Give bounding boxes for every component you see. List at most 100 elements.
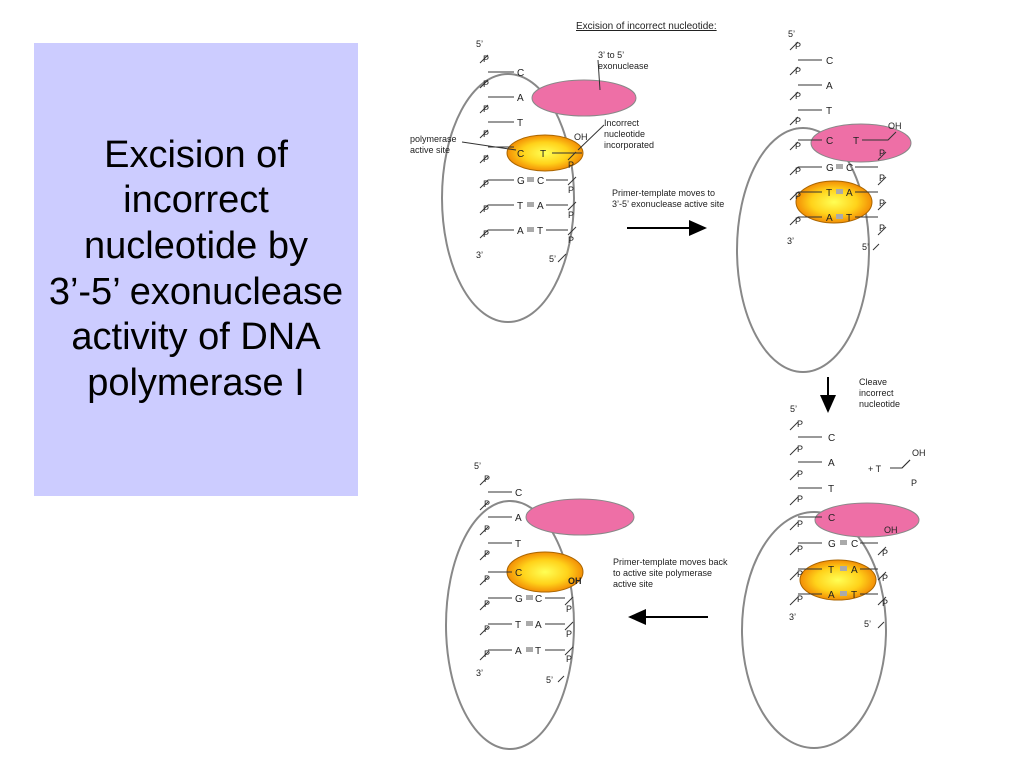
svg-text:5’: 5’: [476, 39, 483, 49]
svg-text:5’: 5’: [790, 404, 797, 414]
polymerase-site: [506, 134, 584, 172]
svg-text:P: P: [566, 629, 572, 639]
enzyme-outline: [736, 127, 870, 373]
svg-text:P: P: [483, 154, 489, 164]
svg-text:A: A: [535, 620, 542, 631]
svg-text:A: A: [826, 213, 833, 224]
svg-text:C: C: [851, 539, 858, 550]
svg-text:P: P: [795, 191, 801, 201]
svg-text:P: P: [879, 173, 885, 183]
svg-text:P: P: [879, 198, 885, 208]
svg-text:OH: OH: [574, 132, 588, 142]
svg-text:A: A: [851, 565, 858, 576]
svg-text:P: P: [797, 469, 803, 479]
svg-text:A: A: [828, 458, 835, 469]
svg-text:5’: 5’: [788, 29, 795, 39]
svg-text:P: P: [483, 79, 489, 89]
svg-text:T: T: [828, 484, 834, 495]
svg-text:OH: OH: [884, 525, 898, 535]
enzyme-outline: [741, 511, 887, 749]
svg-text:P: P: [795, 141, 801, 151]
svg-text:T: T: [826, 188, 832, 199]
svg-text:G: G: [515, 594, 523, 605]
svg-text:P: P: [879, 148, 885, 158]
svg-text:T: T: [515, 539, 521, 550]
base-template-2: T: [517, 118, 523, 129]
svg-text:G: G: [828, 539, 836, 550]
svg-text:P: P: [484, 549, 490, 559]
svg-text:P: P: [797, 444, 803, 454]
svg-text:OH: OH: [912, 448, 926, 458]
svg-text:P: P: [882, 573, 888, 583]
svg-text:C: C: [515, 488, 522, 499]
svg-text:P: P: [484, 624, 490, 634]
base-primer-1: C: [537, 176, 544, 187]
svg-text:P: P: [568, 185, 574, 195]
slide-title-box: Excision of incorrect nucleotide by 3’-5…: [34, 43, 358, 496]
svg-text:T: T: [535, 646, 541, 657]
slide-title: Excision of incorrect nucleotide by 3’-5…: [48, 133, 344, 404]
svg-text:P: P: [797, 419, 803, 429]
enzyme-outline: [445, 500, 575, 750]
svg-text:T: T: [851, 590, 857, 601]
base-template-6: A: [517, 226, 524, 237]
svg-text:P: P: [484, 499, 490, 509]
svg-text:5’: 5’: [549, 254, 556, 264]
svg-text:P: P: [483, 179, 489, 189]
svg-text:P: P: [882, 548, 888, 558]
svg-text:P: P: [568, 160, 574, 170]
svg-text:P: P: [797, 594, 803, 604]
svg-text:P: P: [797, 494, 803, 504]
svg-text:C: C: [515, 568, 522, 579]
svg-text:P: P: [797, 569, 803, 579]
svg-text:P: P: [484, 649, 490, 659]
svg-text:3’: 3’: [789, 612, 796, 622]
base-primer-3: T: [537, 226, 543, 237]
svg-text:P: P: [795, 66, 801, 76]
svg-text:A: A: [828, 590, 835, 601]
svg-text:P: P: [882, 598, 888, 608]
svg-text:P: P: [795, 216, 801, 226]
svg-text:OH: OH: [888, 121, 902, 131]
svg-text:P: P: [795, 166, 801, 176]
svg-text:OH: OH: [568, 576, 582, 586]
svg-text:P: P: [483, 54, 489, 64]
svg-text:P: P: [566, 654, 572, 664]
exonuclease-site: [531, 79, 637, 117]
svg-text:5’: 5’: [862, 242, 869, 252]
svg-text:3’: 3’: [476, 250, 483, 260]
svg-text:P: P: [795, 91, 801, 101]
svg-text:C: C: [826, 136, 833, 147]
svg-text:T: T: [515, 620, 521, 631]
svg-text:T: T: [846, 213, 852, 224]
svg-text:P: P: [566, 604, 572, 614]
svg-text:P: P: [797, 519, 803, 529]
svg-text:C: C: [828, 433, 835, 444]
svg-text:P: P: [795, 41, 801, 51]
svg-text:P: P: [483, 104, 489, 114]
svg-text:P: P: [483, 129, 489, 139]
base-template-4: G: [517, 176, 525, 187]
svg-text:C: C: [828, 513, 835, 524]
svg-text:T: T: [826, 106, 832, 117]
svg-text:P: P: [483, 204, 489, 214]
exonuclease-site: [525, 498, 635, 536]
svg-text:G: G: [826, 163, 834, 174]
base-template-5: T: [517, 201, 523, 212]
svg-text:5’: 5’: [864, 619, 871, 629]
svg-text:T: T: [828, 565, 834, 576]
base-template-3: C: [517, 149, 524, 160]
figure-heading: Excision of incorrect nucleotide:: [576, 21, 717, 32]
label-exonuclease: 3’ to 5’exonuclease: [598, 50, 649, 71]
svg-text:C: C: [826, 56, 833, 67]
svg-text:C: C: [846, 163, 853, 174]
svg-text:C: C: [535, 594, 542, 605]
panel-bottom-left: P P P P P P P P P P P 5’ 3’ 5’ C A T C G…: [445, 461, 635, 750]
svg-text:P: P: [484, 524, 490, 534]
